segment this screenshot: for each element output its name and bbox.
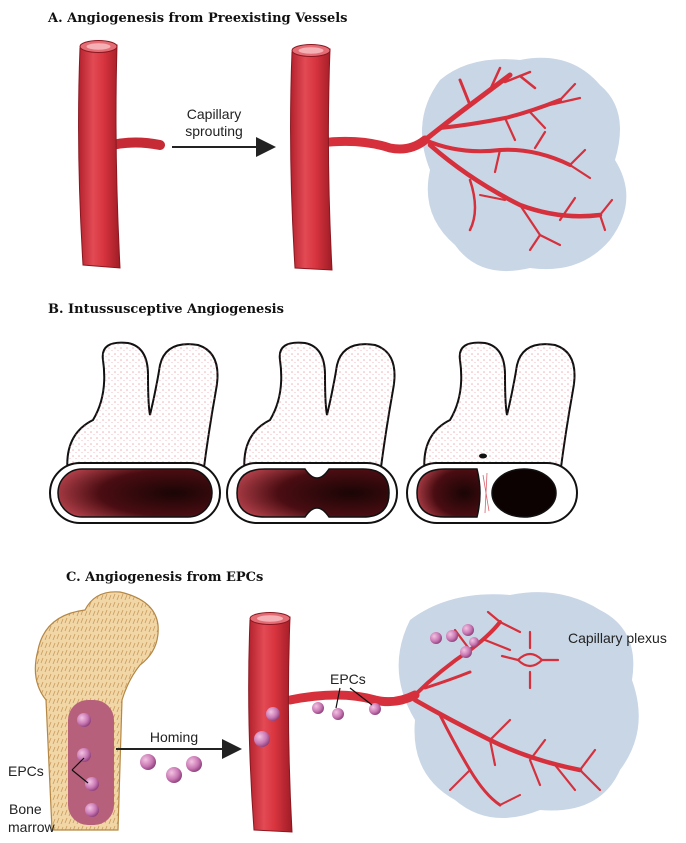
- vessel-with-epcs: [249, 613, 381, 833]
- panel-a: A. Angiogenesis from Preexisting Vessels…: [47, 11, 626, 271]
- tissue-with-capillaries: [320, 58, 626, 271]
- panel-b: B. Intussusceptive Angiogenesis: [48, 302, 577, 523]
- bone-marrow-illustration: [35, 592, 158, 830]
- panel-c-heading: C. Angiogenesis from EPCs: [66, 570, 263, 585]
- capillary-sprouting-label-2: sprouting: [185, 123, 243, 139]
- vessel-with-bud: [79, 41, 160, 269]
- epcs-label-bone: EPCs: [8, 763, 44, 779]
- homing-arrow: Homing: [116, 729, 238, 749]
- intussusception-stage-2: [227, 343, 397, 523]
- epcs-label-vessel: EPCs: [330, 671, 366, 687]
- intussusception-stage-3: [407, 343, 577, 523]
- bone-marrow-label-line1: Bone: [9, 801, 42, 817]
- capillary-sprouting-arrow: Capillary sprouting: [172, 106, 272, 147]
- vessel-with-sprout: [291, 45, 332, 271]
- capillary-sprouting-label-1: Capillary: [187, 106, 241, 122]
- circulating-epc-cells: [140, 754, 202, 783]
- tissue-with-plexus: [290, 592, 639, 818]
- homing-label: Homing: [150, 729, 198, 745]
- panel-b-heading: B. Intussusceptive Angiogenesis: [48, 302, 284, 317]
- panel-a-heading: A. Angiogenesis from Preexisting Vessels: [47, 11, 347, 26]
- bone-marrow-label-line2: marrow: [8, 819, 56, 835]
- intussusception-stage-1: [50, 343, 220, 523]
- capillary-plexus-label: Capillary plexus: [568, 630, 667, 646]
- panel-c: C. Angiogenesis from EPCs EPCs Bone marr…: [8, 570, 667, 835]
